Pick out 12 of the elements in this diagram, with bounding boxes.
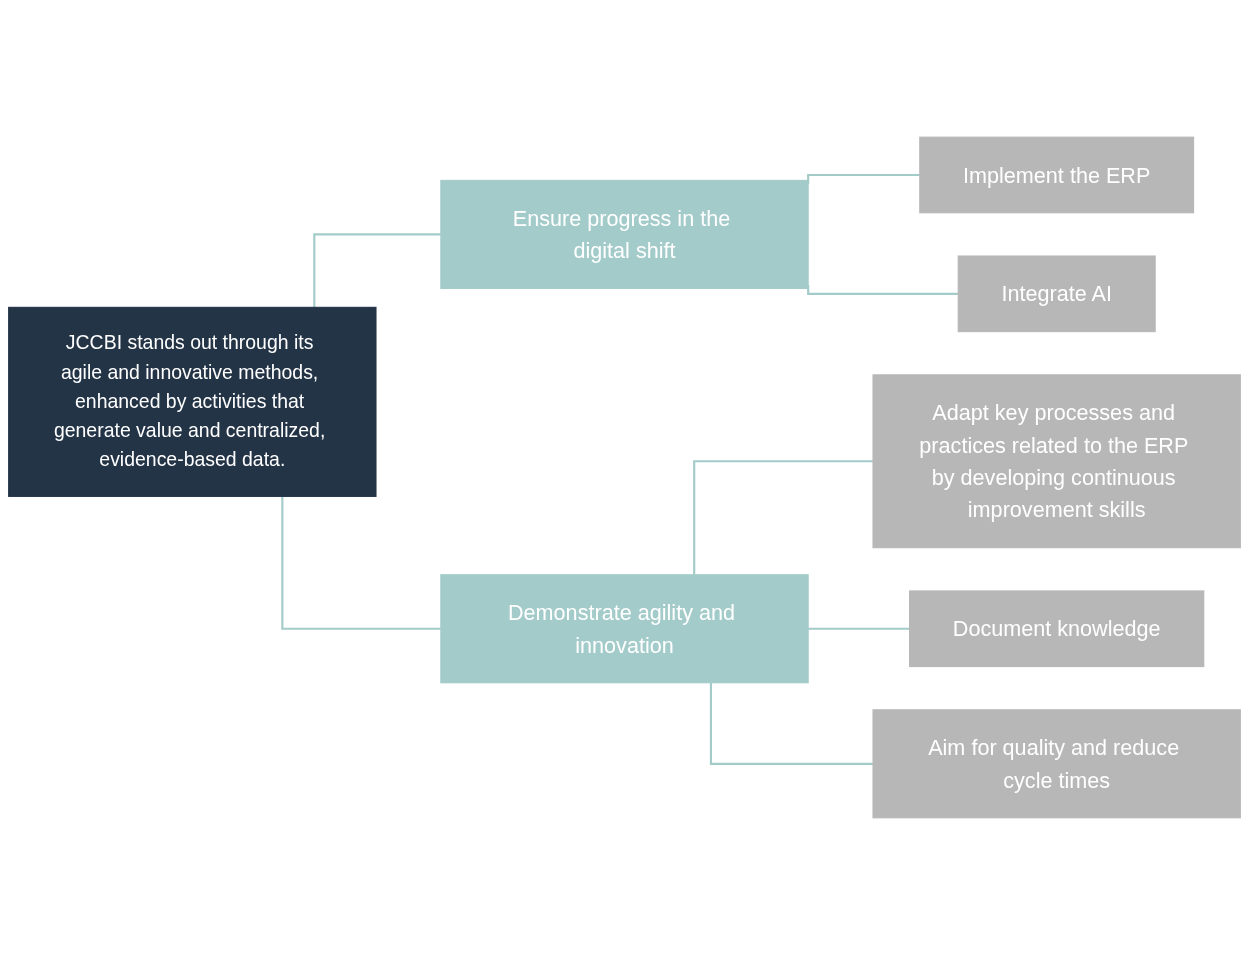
node-box: Demonstrate agility and innovation [440, 574, 809, 684]
node-box: Aim for quality and reduce cycle times [872, 709, 1241, 819]
connector [281, 496, 441, 630]
node-box: Ensure progress in the digital shift [440, 179, 809, 289]
node-box: Integrate AI [957, 255, 1156, 333]
node-box: Implement the ERP [919, 136, 1195, 214]
connector [709, 682, 873, 765]
node-box: JCCBI stands out through its agile and innovative methods, enhanced by activities that generate value and centralized, evidence-based data. [8, 306, 377, 497]
node-box: Adapt key processes and practices related to the ERP by developing continuous improvement skills [872, 374, 1241, 549]
node-box: Document knowledge [909, 590, 1205, 668]
connector [693, 460, 873, 575]
connector [313, 233, 441, 308]
